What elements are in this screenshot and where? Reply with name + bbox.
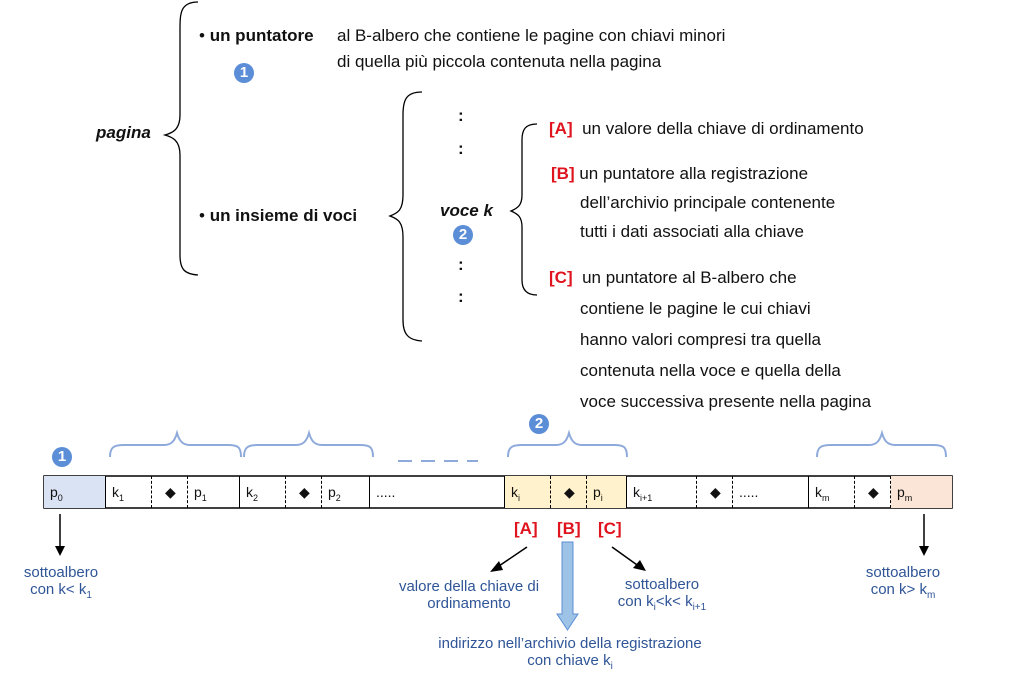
cell-diamond-1: ◆ <box>152 476 188 508</box>
cell-diamond-2: ◆ <box>286 476 322 508</box>
brace-kipi <box>507 429 628 458</box>
insieme-item: • un insieme di voci <box>199 206 357 226</box>
C-line2: contiene le pagine le cui chiavi <box>580 299 811 318</box>
brace-k1p1 <box>109 429 242 458</box>
puntatore-item: • un puntatore <box>199 26 314 46</box>
B-line2: dell’archivio principale contenente <box>580 193 836 212</box>
pagina-brace <box>162 1 199 276</box>
C-line5: voce successiva presente nella pagina <box>580 392 872 411</box>
tag-C: [C] <box>549 268 573 287</box>
cell-p1: p1 <box>188 476 240 508</box>
cell-ellipsis-2: ..... <box>733 476 809 508</box>
C-line4: contenuta nella voce e quella della <box>580 361 841 380</box>
cell-diamond-m: ◆ <box>855 476 891 508</box>
puntatore-desc-line1: al B-albero che contiene le pagine con c… <box>337 26 726 45</box>
B-line1: un puntatore alla registrazione <box>579 164 809 183</box>
badge-1-top: 1 <box>234 63 254 83</box>
left-subtree-label: sottoalbero con k< k1 <box>23 564 99 601</box>
arrow-p0-down <box>55 546 65 556</box>
item-A: [A] un valore della chiave di ordinament… <box>549 119 864 139</box>
dots-3: : <box>458 255 464 274</box>
voce-brace <box>509 123 538 296</box>
cell-p0: p0 <box>44 476 106 508</box>
cell-diamond-i1: ◆ <box>697 476 733 508</box>
cell-ellipsis-1: ..... <box>370 476 505 508</box>
brace-kmpm <box>816 429 947 458</box>
dots-1: : <box>458 106 464 125</box>
arrow-A <box>490 561 503 572</box>
A-text: un valore della chiave di ordinamento <box>582 119 864 138</box>
badge-1-row: 1 <box>52 447 72 467</box>
bullet: • <box>199 206 205 225</box>
puntatore-desc-line2: di quella più piccola contenuta nella pa… <box>337 52 662 71</box>
C-line1: un puntatore al B-albero che <box>582 268 797 287</box>
indirizzo-label: indirizzo nell’archivio della registrazi… <box>438 635 702 672</box>
dots-2: : <box>458 139 464 158</box>
B-line3: tutti i dati associati alla chiave <box>580 222 804 241</box>
badge-2-row: 2 <box>529 414 549 434</box>
right-subtree-label: sottoalbero con k> km <box>865 564 941 601</box>
cell-p2: p2 <box>322 476 370 508</box>
badge-2-top: 2 <box>453 225 473 245</box>
voce-k-label: voce k <box>440 201 493 220</box>
cell-k2: k2 <box>240 476 286 508</box>
bottom-tag-B: [B] <box>557 519 581 538</box>
cell-diamond-i: ◆ <box>551 476 587 508</box>
insieme-label: un insieme di voci <box>209 206 358 225</box>
pagina-label: pagina <box>96 123 151 142</box>
bullet: • <box>199 26 205 45</box>
bottom-tag-C: [C] <box>598 519 622 538</box>
dots-4: : <box>458 287 464 306</box>
mid-subtree-label: sottoalbero con ki<k< ki+1 <box>617 576 707 613</box>
C-line3: hanno valori compresi tra quella <box>580 330 821 349</box>
arrow-pm-down <box>919 546 929 556</box>
brace-k2p2 <box>243 429 374 458</box>
cell-pm: pm <box>891 476 952 508</box>
cell-km: km <box>809 476 855 508</box>
cell-pi: pi <box>587 476 627 508</box>
puntatore-label: un puntatore <box>209 26 314 45</box>
bottom-tag-A: [A] <box>514 519 538 538</box>
arrow-C <box>633 560 646 571</box>
item-C: [C] un puntatore al B-albero che <box>549 268 797 288</box>
cell-ki: ki <box>505 476 551 508</box>
arrow-B-block <box>556 541 579 631</box>
cell-ki1: ki+1 <box>627 476 697 508</box>
cell-k1: k1 <box>106 476 152 508</box>
valore-label: valore della chiave di ordinamento <box>398 578 540 612</box>
tag-A: [A] <box>549 119 573 138</box>
insieme-brace <box>388 91 423 342</box>
tag-B: [B] <box>551 164 575 183</box>
item-B: [B] un puntatore alla registrazione <box>551 164 808 184</box>
